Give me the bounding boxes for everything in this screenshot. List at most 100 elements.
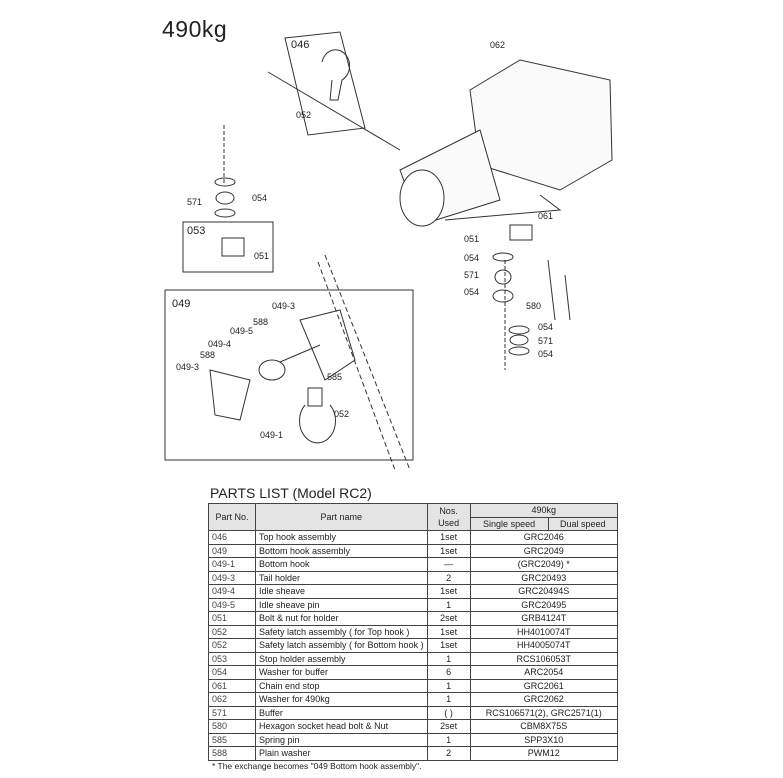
callout: 054 (538, 349, 554, 359)
top-hook-box (284, 31, 366, 136)
nos-used: 2 (426, 746, 471, 761)
page-title: 490kg (162, 16, 228, 42)
nos-used: ( ) (426, 705, 471, 720)
part-no: 588 (208, 746, 256, 761)
part-name: Bottom hook (255, 557, 428, 572)
part-code: GRC2062 (469, 692, 619, 707)
header-dual-speed: Dual speed (547, 516, 619, 531)
callout: 052 (296, 110, 312, 120)
part-name: Chain end stop (255, 678, 428, 693)
callout: 062 (490, 40, 506, 50)
part-no: 046 (208, 530, 256, 545)
callout: 571 (187, 197, 203, 207)
header-nos-used: Nos. Used (426, 503, 471, 531)
part-code: SPP3X10 (469, 732, 619, 747)
part-no: 061 (208, 678, 256, 693)
callout: 054 (538, 322, 554, 332)
part-code: GRB4124T (469, 611, 619, 626)
nos-used: 2set (426, 719, 471, 734)
parts-list-title: PARTS LIST (Model RC2) (210, 485, 372, 501)
nos-used: 2 (426, 570, 471, 585)
part-name: Top hook assembly (255, 530, 428, 545)
part-name: Stop holder assembly (255, 651, 428, 666)
callout: 580 (526, 301, 542, 311)
part-no: 062 (208, 692, 256, 707)
part-name: Hexagon socket head bolt & Nut (255, 719, 428, 734)
part-code: PWM12 (469, 746, 619, 761)
part-no: 049 (208, 543, 256, 558)
callout: 051 (464, 234, 480, 244)
callout: 054 (252, 193, 268, 203)
nos-used: 1 (426, 678, 471, 693)
callout: 588 (200, 350, 216, 360)
part-name: Buffer (255, 705, 428, 720)
part-code: ARC2054 (469, 665, 619, 680)
callout: 571 (538, 336, 554, 346)
stop-holder-box (182, 221, 274, 273)
part-name: Safety latch assembly ( for Top hook ) (255, 624, 428, 639)
nos-used: — (426, 557, 471, 572)
callout: 049-3 (272, 301, 296, 311)
nos-used: 1 (426, 692, 471, 707)
bottom-hook-box (164, 289, 414, 461)
part-code: GRC20493 (469, 570, 619, 585)
part-no: 585 (208, 732, 256, 747)
part-name: Idle sheave pin (255, 597, 428, 612)
part-name: Bottom hook assembly (255, 543, 428, 558)
nos-used: 1set (426, 530, 471, 545)
part-code: RCS106053T (469, 651, 619, 666)
box-label-049: 049 (172, 298, 191, 310)
header-part-no: Part No. (208, 503, 256, 531)
nos-used: 1 (426, 597, 471, 612)
part-code: GRC2061 (469, 678, 619, 693)
part-name: Tail holder (255, 570, 428, 585)
exploded-diagram (164, 31, 613, 471)
parts-table: Part No. Part name Nos. Used 490kg Singl… (208, 503, 619, 761)
part-name: Safety latch assembly ( for Bottom hook … (255, 638, 428, 653)
callout: 049-1 (260, 430, 284, 440)
box-label-053: 053 (187, 225, 206, 237)
callout: 049-5 (230, 326, 254, 336)
part-name: Washer for buffer (255, 665, 428, 680)
nos-used: 1set (426, 638, 471, 653)
part-name: Idle sheave (255, 584, 428, 599)
part-no: 049-4 (208, 584, 256, 599)
nos-used: 1 (426, 732, 471, 747)
header-single-speed: Single speed (469, 516, 549, 531)
part-no: 053 (208, 651, 256, 666)
part-name: Spring pin (255, 732, 428, 747)
callout: 049-4 (208, 339, 232, 349)
part-no: 049-3 (208, 570, 256, 585)
part-code: CBM8X75S (469, 719, 619, 734)
part-no: 052 (208, 624, 256, 639)
callout: 054 (464, 253, 480, 263)
part-no: 054 (208, 665, 256, 680)
callout: 571 (464, 270, 480, 280)
nos-used: 1set (426, 624, 471, 639)
callout: 588 (253, 317, 269, 327)
part-code: GRC20495 (469, 597, 619, 612)
part-no: 049-1 (208, 557, 256, 572)
callout: 054 (464, 287, 480, 297)
top-hook-shape (321, 49, 351, 101)
part-code: GRC20494S (469, 584, 619, 599)
callout: 061 (538, 211, 554, 221)
part-name: Bolt & nut for holder (255, 611, 428, 626)
footnote: * The exchange becomes "049 Bottom hook … (212, 761, 422, 771)
part-code: HH4005074T (469, 638, 619, 653)
part-name: Plain washer (255, 746, 428, 761)
nos-used: 1set (426, 543, 471, 558)
callout: 049-3 (176, 362, 200, 372)
box-label-046: 046 (291, 39, 310, 51)
